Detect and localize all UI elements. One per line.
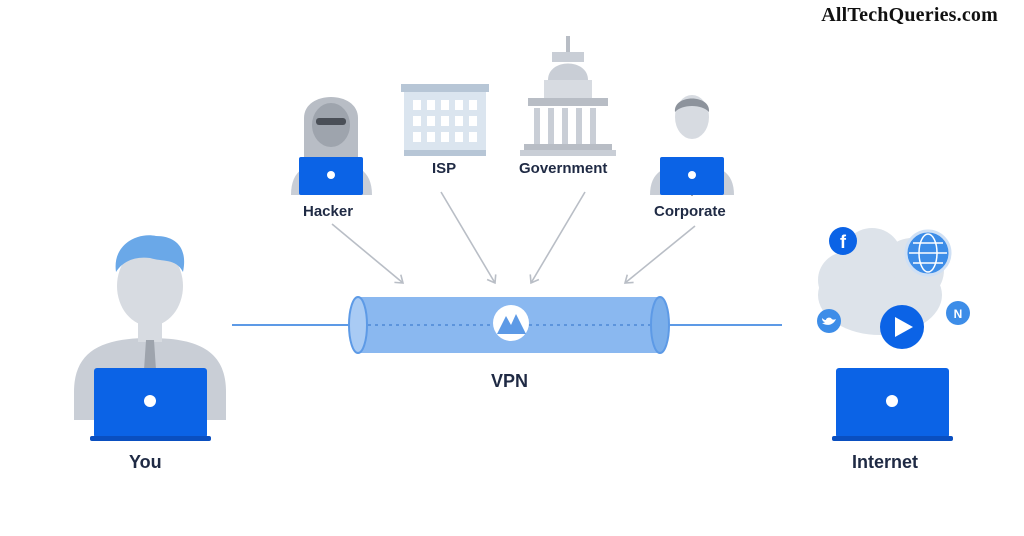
- isp-building-icon: [401, 84, 489, 156]
- hooded-hacker-icon: [291, 97, 372, 195]
- svg-text:f: f: [840, 232, 847, 252]
- businessman-icon: [650, 95, 734, 196]
- vpn-tunnel: [348, 296, 670, 354]
- netflix-icon: N: [946, 301, 970, 325]
- site-watermark: AllTechQueries.com: [821, 4, 998, 26]
- facebook-icon: f: [829, 227, 857, 255]
- hacker-label: Hacker: [303, 203, 354, 220]
- vpn-mountain-logo-icon: [493, 305, 529, 341]
- globe-icon: [904, 229, 952, 277]
- svg-text:N: N: [954, 307, 963, 321]
- laptop-icon: [832, 368, 953, 441]
- government-label: Government: [519, 160, 608, 177]
- hacker-arrow: [331, 223, 405, 284]
- isp-arrow: [440, 191, 497, 285]
- vpn-label: VPN: [491, 371, 529, 391]
- internet-label: Internet: [852, 452, 919, 472]
- corporate-arrow: [623, 225, 696, 284]
- play-icon: [880, 305, 924, 349]
- twitter-icon: [817, 309, 841, 333]
- government-arrow: [529, 191, 586, 285]
- isp-label: ISP: [432, 160, 457, 177]
- capitol-dome-icon: [520, 36, 616, 156]
- corporate-label: Corporate: [654, 203, 726, 220]
- you-label: You: [129, 452, 162, 472]
- user-laptop-icon: [74, 235, 226, 441]
